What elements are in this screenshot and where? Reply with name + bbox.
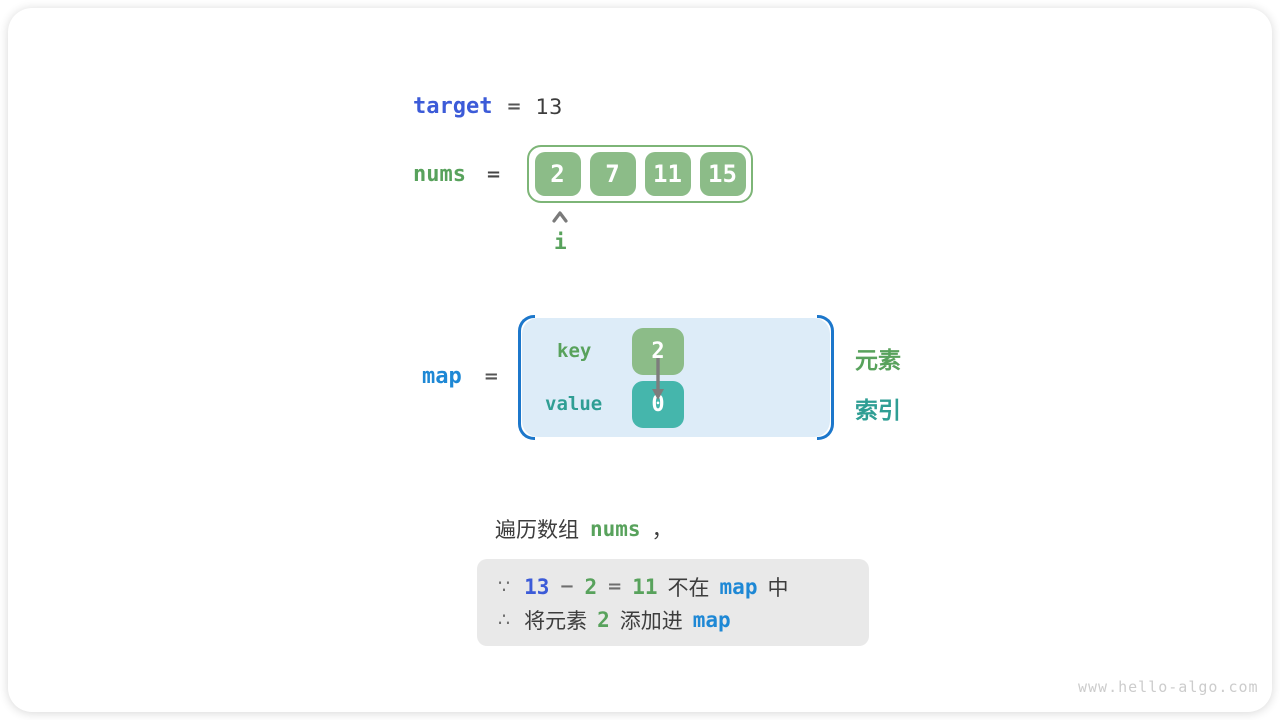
array-cell: 15 (699, 152, 746, 196)
target-line: target = 13 (413, 94, 562, 119)
index-pointer-label: i (554, 230, 567, 254)
caption-line: 遍历数组 nums ， (495, 514, 673, 544)
map-variable: map (422, 364, 462, 389)
note-text: 不在 (667, 575, 710, 600)
caption-nums-variable: nums (590, 517, 641, 541)
note-text: 将元素 (524, 608, 588, 633)
target-variable: target (413, 94, 493, 119)
key-to-value-arrow-icon (650, 358, 666, 410)
key-label: key (557, 340, 592, 362)
target-value: 13 (535, 94, 563, 119)
note-map-variable: map (692, 607, 731, 632)
therefore-symbol: ∴ (498, 608, 511, 631)
index-side-label: 索引 (855, 398, 901, 424)
nums-array: 2 7 11 15 (527, 145, 753, 203)
array-cell: 11 (644, 152, 691, 196)
note-target-value: 13 (524, 574, 550, 599)
equals-sign: = (607, 576, 623, 597)
because-symbol: ∵ (498, 575, 511, 598)
caption-prefix: 遍历数组 (495, 518, 579, 542)
map-label: map = (422, 364, 499, 389)
element-side-label: 元素 (855, 348, 901, 374)
pointer-caret-icon (551, 209, 569, 228)
note-line-2: ∴ 将元素 2 添加进 map (498, 603, 869, 636)
nums-label: nums = (413, 162, 501, 187)
left-bracket-icon (518, 315, 535, 440)
minus-sign: − (559, 576, 575, 597)
note-map-variable: map (719, 574, 758, 599)
note-line-1: ∵ 13 − 2 = 11 不在 map 中 (498, 570, 869, 603)
array-cell: 2 (534, 152, 581, 196)
note-element-value: 2 (597, 607, 610, 632)
note-text: 添加进 (619, 608, 683, 633)
nums-variable: nums (413, 162, 466, 187)
right-bracket-icon (817, 315, 834, 440)
equals-sign: = (485, 164, 502, 185)
note-box: ∵ 13 − 2 = 11 不在 map 中 ∴ 将元素 2 添加进 map (477, 559, 869, 646)
array-cell: 7 (589, 152, 636, 196)
map-container: key 2 value 0 (518, 315, 834, 440)
equals-sign: = (483, 366, 499, 387)
equals-sign: = (506, 96, 522, 117)
caption-comma: ， (651, 518, 673, 542)
note-element-value: 2 (584, 574, 598, 599)
note-difference-value: 11 (632, 574, 658, 599)
note-text: 中 (767, 575, 789, 600)
value-label: value (545, 393, 603, 415)
watermark: www.hello-algo.com (1078, 678, 1259, 696)
